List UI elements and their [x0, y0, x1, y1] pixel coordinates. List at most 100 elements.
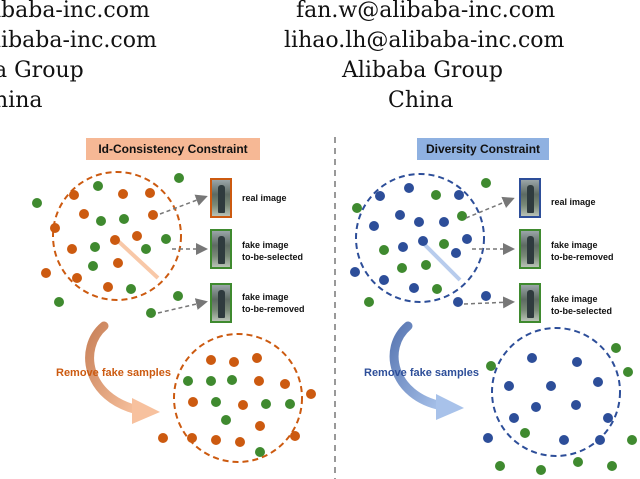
header-right-line-3: Alibaba Group: [342, 58, 503, 83]
right-radius-line: [420, 240, 462, 282]
person-photo-icon: [527, 290, 534, 318]
dot: [418, 236, 428, 246]
dot: [306, 389, 316, 399]
dot: [174, 173, 184, 183]
dot: [431, 190, 441, 200]
dot: [536, 465, 546, 475]
left-fake1-label-line1: fake image: [242, 240, 289, 250]
dot: [32, 198, 42, 208]
dot: [559, 435, 569, 445]
right-panel-title: Diversity Constraint: [417, 138, 549, 160]
dot: [350, 267, 360, 277]
dot: [454, 190, 464, 200]
dot: [206, 355, 216, 365]
dot: [161, 234, 171, 244]
dot: [173, 291, 183, 301]
dot: [79, 209, 89, 219]
dot: [113, 258, 123, 268]
dot: [254, 376, 264, 386]
dot: [188, 397, 198, 407]
dot: [481, 291, 491, 301]
dot: [90, 242, 100, 252]
dot: [118, 189, 128, 199]
dot: [495, 461, 505, 471]
dot: [103, 282, 113, 292]
right-lower-dots: [483, 343, 637, 475]
left-fake2-label-line1: fake image: [242, 292, 289, 302]
dot: [54, 297, 64, 307]
dot: [486, 361, 496, 371]
dot: [375, 191, 385, 201]
dot: [158, 433, 168, 443]
dot: [627, 435, 637, 445]
dot: [603, 413, 613, 423]
right-upper-cluster-boundary: [355, 173, 485, 303]
dot: [96, 216, 106, 226]
dot: [364, 297, 374, 307]
left-real-image-label: real image: [242, 193, 287, 203]
dot: [280, 379, 290, 389]
dot: [432, 284, 442, 294]
left-fake-image-thumbnail-1: [210, 229, 232, 269]
dot: [379, 275, 389, 285]
right-real-image-thumbnail: [519, 178, 541, 218]
dot: [221, 415, 231, 425]
dot: [395, 210, 405, 220]
header-left-line-4: hina: [0, 88, 43, 113]
person-photo-icon: [218, 185, 225, 213]
left-fake1-label-line2: to-be-selected: [242, 252, 304, 262]
right-fake2-label-line2: to-be-selected: [551, 306, 613, 316]
dot: [439, 217, 449, 227]
dot: [397, 263, 407, 273]
dot: [453, 297, 463, 307]
dot: [451, 248, 461, 258]
dot: [88, 261, 98, 271]
left-curved-arrow-head: [132, 398, 160, 424]
dot: [439, 239, 449, 249]
dot: [72, 273, 82, 283]
dot: [623, 367, 633, 377]
dot: [50, 223, 60, 233]
dot: [119, 214, 129, 224]
dot: [504, 381, 514, 391]
right-curved-arrow: [389, 321, 447, 411]
dot: [227, 375, 237, 385]
dot: [527, 353, 537, 363]
dot: [571, 400, 581, 410]
dot: [483, 433, 493, 443]
dot: [573, 457, 583, 467]
header-left-line-2: libaba-inc.com: [0, 28, 157, 53]
header-right-line-4: China: [388, 88, 454, 113]
dot: [457, 211, 467, 221]
person-photo-icon: [527, 185, 534, 213]
left-lower-dots: [158, 353, 316, 457]
dot: [611, 343, 621, 353]
right-fake-image-thumbnail-2: [519, 283, 541, 323]
dot: [531, 402, 541, 412]
dot: [141, 244, 151, 254]
header-right-line-2: lihao.lh@alibaba-inc.com: [284, 28, 565, 53]
dot: [369, 221, 379, 231]
dot: [285, 399, 295, 409]
dot: [607, 461, 617, 471]
dot: [229, 357, 239, 367]
dot: [404, 183, 414, 193]
dot: [69, 190, 79, 200]
right-upper-dots: [350, 178, 491, 307]
dot: [187, 433, 197, 443]
left-upper-cluster-boundary: [52, 171, 182, 301]
dot: [546, 381, 556, 391]
left-upper-dots: [32, 173, 184, 318]
left-curved-arrow: [85, 321, 143, 415]
right-fake2-label-line1: fake image: [551, 294, 598, 304]
dot: [126, 284, 136, 294]
person-photo-icon: [218, 236, 225, 264]
right-curved-arrow-head: [436, 394, 464, 420]
right-fake1-label-line2: to-be-removed: [551, 252, 614, 262]
dot: [261, 399, 271, 409]
dot: [235, 437, 245, 447]
dot: [414, 217, 424, 227]
dot: [110, 235, 120, 245]
dot: [238, 400, 248, 410]
left-dashed-arrow-fake2: [157, 298, 208, 314]
